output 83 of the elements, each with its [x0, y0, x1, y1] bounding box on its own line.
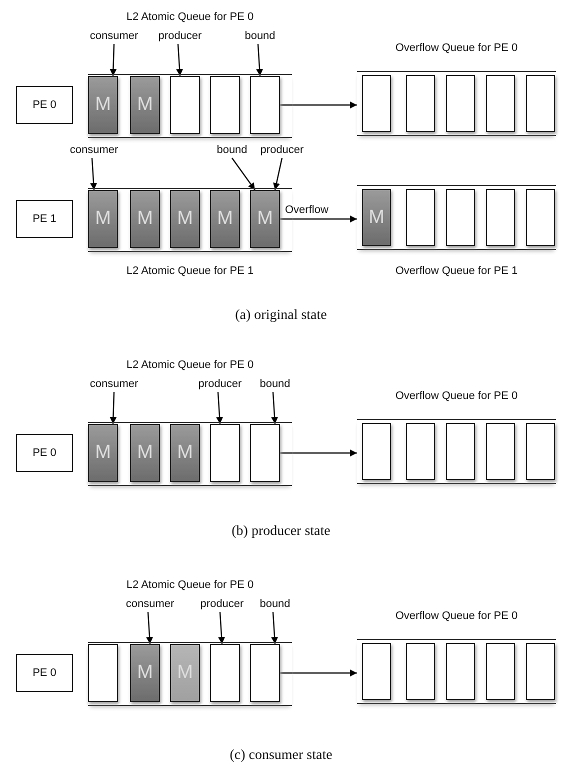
empty-slot — [88, 644, 118, 702]
empty-slot — [526, 643, 555, 700]
arrow — [90, 158, 98, 190]
empty-slot — [362, 423, 391, 480]
arrow — [271, 392, 278, 424]
message-slot: M — [130, 424, 160, 482]
empty-slot — [526, 189, 555, 246]
empty-slot — [250, 644, 280, 702]
arrow — [146, 612, 154, 644]
message-slot: M — [362, 189, 391, 246]
pointer-label: consumer — [126, 598, 174, 610]
empty-slot — [210, 76, 240, 134]
queue-title: Overflow Queue for PE 0 — [395, 610, 518, 622]
pe-box: PE 0 — [16, 86, 73, 124]
arrow — [216, 392, 224, 424]
arrow — [273, 158, 283, 190]
pointer-label: consumer — [90, 30, 138, 42]
empty-slot — [406, 423, 435, 480]
pointer-label: producer — [198, 378, 242, 390]
empty-slot — [486, 423, 515, 480]
arrow — [232, 158, 256, 190]
queue-title: L2 Atomic Queue for PE 1 — [126, 265, 254, 277]
queue-title: L2 Atomic Queue for PE 0 — [126, 11, 254, 23]
edge-label: Overflow — [284, 204, 330, 216]
pointer-label: consumer — [70, 144, 118, 156]
empty-slot — [446, 423, 475, 480]
arrow — [271, 612, 278, 644]
empty-slot — [486, 643, 515, 700]
arrow — [280, 102, 357, 108]
empty-slot — [526, 75, 555, 132]
queue-title: Overflow Queue for PE 0 — [395, 390, 518, 402]
message-slot: M — [88, 76, 118, 134]
message-slot: M — [170, 424, 200, 482]
empty-slot — [486, 189, 515, 246]
message-slot: M — [130, 190, 160, 248]
arrow — [280, 450, 357, 456]
empty-slot — [170, 76, 200, 134]
pe-box: PE 1 — [16, 200, 73, 238]
queue-title: L2 Atomic Queue for PE 0 — [126, 579, 254, 591]
empty-slot — [362, 75, 391, 132]
message-slot: M — [170, 190, 200, 248]
empty-slot — [406, 189, 435, 246]
queue-title: Overflow Queue for PE 0 — [395, 42, 518, 54]
pointer-label: consumer — [90, 378, 138, 390]
empty-slot — [446, 189, 475, 246]
message-slot: M — [88, 424, 118, 482]
message-slot: M — [130, 76, 160, 134]
pe-box: PE 0 — [16, 654, 73, 692]
empty-slot — [406, 75, 435, 132]
pointer-label: bound — [244, 30, 276, 42]
arrow — [256, 44, 264, 76]
subfigure-caption: (b) producer state — [232, 524, 330, 540]
empty-slot — [250, 76, 280, 134]
subfigure-caption: (c) consumer state — [230, 748, 332, 764]
empty-slot — [362, 643, 391, 700]
arrow — [110, 44, 117, 76]
pointer-label: producer — [260, 144, 304, 156]
message-slot: M — [250, 190, 280, 248]
empty-slot — [446, 75, 475, 132]
arrow — [218, 612, 226, 644]
empty-slot — [486, 75, 515, 132]
pointer-label: bound — [216, 144, 248, 156]
arrow — [176, 44, 184, 76]
message-slot: M — [130, 644, 160, 702]
message-slot: M — [88, 190, 118, 248]
queue-title: Overflow Queue for PE 1 — [395, 265, 518, 277]
pointer-label: bound — [260, 598, 290, 610]
empty-slot — [526, 423, 555, 480]
empty-slot — [210, 644, 240, 702]
queue-title: L2 Atomic Queue for PE 0 — [126, 359, 254, 371]
empty-slot — [446, 643, 475, 700]
empty-slot — [250, 424, 280, 482]
pe-box: PE 0 — [16, 434, 73, 472]
subfigure-caption: (a) original state — [235, 308, 327, 324]
arrow — [280, 216, 357, 222]
pointer-label: producer — [158, 30, 202, 42]
empty-slot — [210, 424, 240, 482]
empty-slot — [406, 643, 435, 700]
pointer-label: bound — [260, 378, 290, 390]
arrow — [280, 670, 357, 676]
message-slot: M — [210, 190, 240, 248]
arrow — [110, 392, 117, 424]
pointer-label: producer — [200, 598, 244, 610]
